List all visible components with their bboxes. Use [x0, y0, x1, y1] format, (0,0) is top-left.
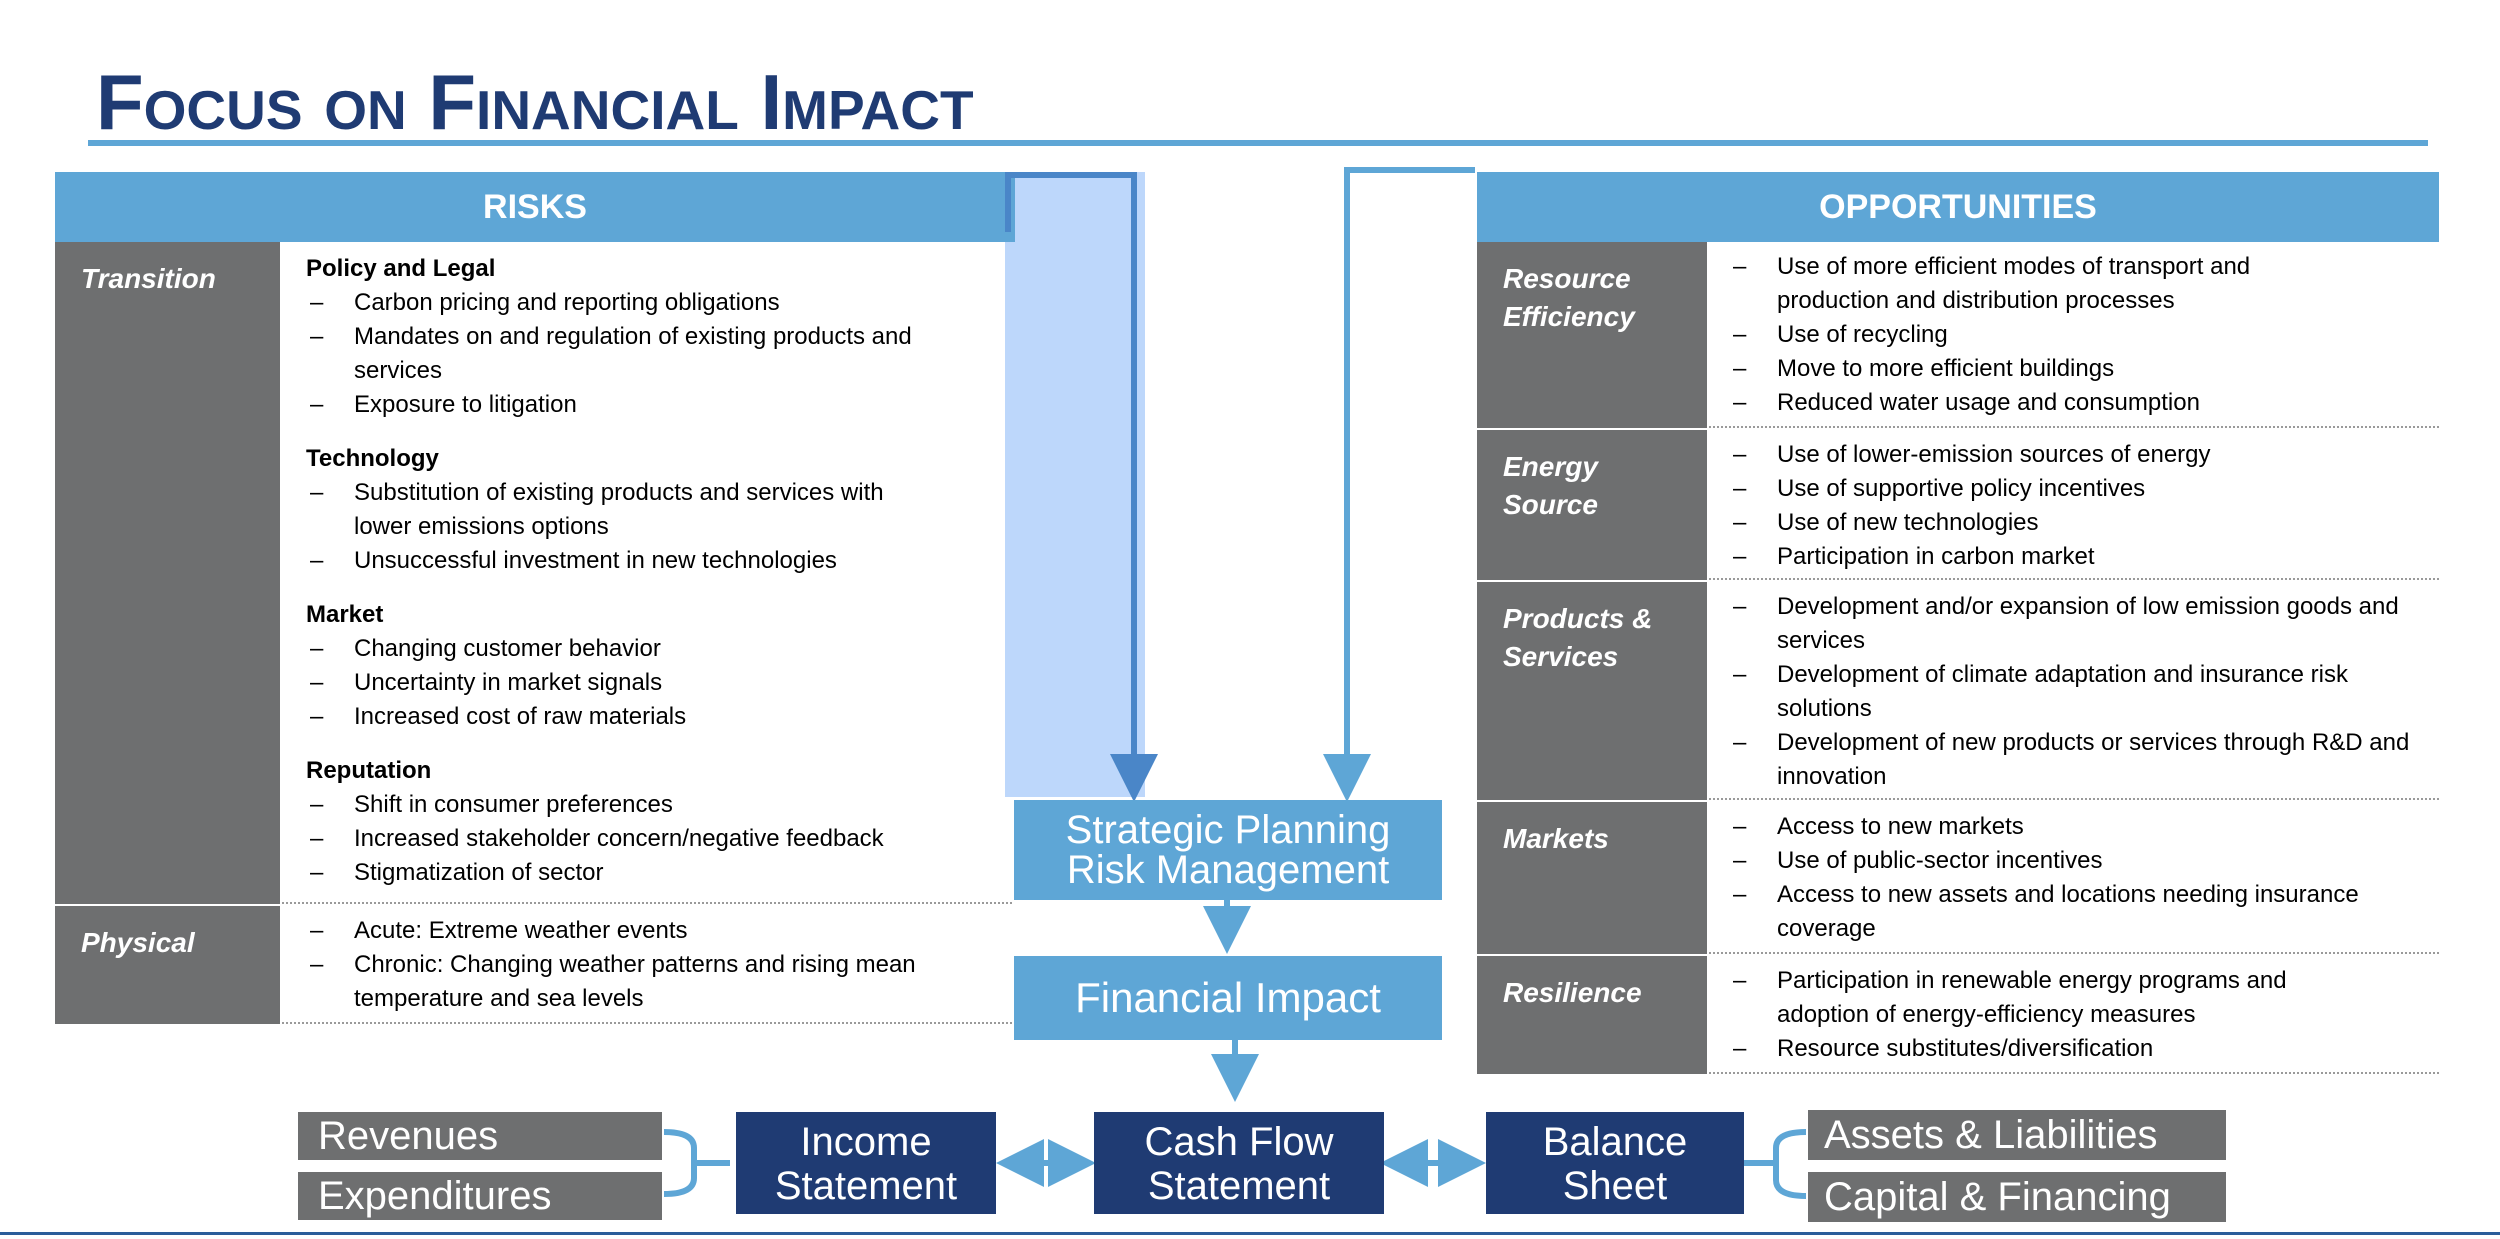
list-item: Development of new products or services … — [1729, 726, 2439, 794]
strategic-planning-box: Strategic Planning Risk Management — [1014, 800, 1442, 900]
balance-sheet-box: Balance Sheet — [1486, 1112, 1744, 1214]
cash-flow-statement-box: Cash Flow Statement — [1094, 1112, 1384, 1214]
list-item: Chronic: Changing weather patterns and r… — [306, 948, 1012, 1016]
risk-group-title: Policy and Legal — [306, 255, 496, 282]
bottom-rule — [0, 1232, 2500, 1235]
revenues-box: Revenues — [298, 1112, 662, 1160]
expenditures-label: Expenditures — [318, 1174, 552, 1218]
title-underline — [88, 140, 2428, 146]
page-title: Focus on Financial Impact — [96, 58, 974, 146]
income-label-line1: Income — [800, 1120, 932, 1164]
list-item: Unsuccessful investment in new technolog… — [306, 544, 1012, 578]
opportunity-category-products-services: Products & Services — [1477, 582, 1707, 800]
income-statement-box: Income Statement — [736, 1112, 996, 1214]
opportunity-content-markets: Access to new markets Use of public-sect… — [1709, 802, 2439, 954]
list-item: Use of lower-emission sources of energy — [1729, 438, 2439, 472]
income-label-line2: Statement — [774, 1164, 958, 1208]
opportunity-category-resilience: Resilience — [1477, 956, 1707, 1074]
physical-risks-content: Acute: Extreme weather events Chronic: C… — [282, 906, 1012, 1024]
risk-category-physical: Physical — [55, 906, 280, 1024]
list-item: Acute: Extreme weather events — [306, 914, 1012, 948]
list-item: Move to more efficient buildings — [1729, 352, 2439, 386]
cashflow-label-line1: Cash Flow — [1144, 1120, 1334, 1164]
list-item: Development of climate adaptation and in… — [1729, 658, 2439, 726]
risk-group-policy: Policy and Legal Carbon pricing and repo… — [306, 252, 1012, 422]
opportunity-category-markets: Markets — [1477, 802, 1707, 954]
list-item: Participation in renewable energy progra… — [1729, 964, 2439, 1032]
risks-flow-band — [1005, 172, 1145, 797]
risk-group-technology: Technology Substitution of existing prod… — [306, 442, 1012, 578]
opportunity-content-resource-efficiency: Use of more efficient modes of transport… — [1709, 242, 2439, 428]
opportunities-to-strategy-arrow — [1323, 167, 1475, 802]
financial-impact-label: Financial Impact — [1075, 974, 1381, 1021]
assets-liabilities-box: Assets & Liabilities — [1808, 1110, 2226, 1160]
list-item: Use of supportive policy incentives — [1729, 472, 2439, 506]
risk-management-label: Risk Management — [1066, 848, 1390, 892]
list-item: Changing customer behavior — [306, 632, 1012, 666]
list-item: Shift in consumer preferences — [306, 788, 1012, 822]
risk-group-market: Market Changing customer behavior Uncert… — [306, 598, 1012, 734]
risk-group-title: Reputation — [306, 757, 432, 784]
opportunity-content-energy-source: Use of lower-emission sources of energy … — [1709, 430, 2439, 580]
expenditures-box: Expenditures — [298, 1172, 662, 1220]
list-item: Reduced water usage and consumption — [1729, 386, 2439, 420]
risk-group-title: Technology — [306, 445, 439, 472]
list-item: Exposure to litigation — [306, 388, 1012, 422]
transition-risks-content: Policy and Legal Carbon pricing and repo… — [282, 242, 1012, 904]
list-item: Stigmatization of sector — [306, 856, 1012, 890]
list-item: Increased stakeholder concern/negative f… — [306, 822, 1012, 856]
list-item: Participation in carbon market — [1729, 540, 2439, 574]
financial-impact-box: Financial Impact — [1014, 956, 1442, 1040]
opportunity-content-products-services: Development and/or expansion of low emis… — [1709, 582, 2439, 800]
list-item: Mandates on and regulation of existing p… — [306, 320, 1012, 388]
cashflow-label-line2: Statement — [1147, 1164, 1331, 1208]
list-item: Use of recycling — [1729, 318, 2439, 352]
left-brace — [663, 1129, 730, 1197]
list-item: Carbon pricing and reporting obligations — [306, 286, 1012, 320]
risk-group-reputation: Reputation Shift in consumer preferences… — [306, 754, 1012, 890]
risk-category-transition: Transition — [55, 242, 280, 904]
list-item: Use of new technologies — [1729, 506, 2439, 540]
list-item: Use of more efficient modes of transport… — [1729, 250, 2439, 318]
list-item: Access to new markets — [1729, 810, 2439, 844]
list-item: Use of public-sector incentives — [1729, 844, 2439, 878]
right-brace — [1744, 1129, 1807, 1199]
opportunity-category-energy-source: Energy Source — [1477, 430, 1707, 580]
list-item: Increased cost of raw materials — [306, 700, 1012, 734]
list-item: Access to new assets and locations needi… — [1729, 878, 2439, 946]
list-item: Substitution of existing products and se… — [306, 476, 1012, 544]
balance-label-line1: Balance — [1542, 1120, 1688, 1164]
opportunity-category-resource-efficiency: Resource Efficiency — [1477, 242, 1707, 428]
risks-header: RISKS — [55, 172, 1015, 242]
risks-to-strategy-arrow — [1005, 172, 1158, 802]
opportunity-content-resilience: Participation in renewable energy progra… — [1709, 956, 2439, 1074]
risk-group-title: Market — [306, 601, 384, 628]
strategic-planning-label: Strategic Planning — [1065, 808, 1391, 852]
list-item: Uncertainty in market signals — [306, 666, 1012, 700]
list-item: Resource substitutes/diversification — [1729, 1032, 2439, 1066]
assets-liabilities-label: Assets & Liabilities — [1824, 1113, 2158, 1157]
opportunities-header: OPPORTUNITIES — [1477, 172, 2439, 242]
revenues-label: Revenues — [318, 1114, 499, 1158]
capital-financing-label: Capital & Financing — [1824, 1175, 2171, 1219]
capital-financing-box: Capital & Financing — [1808, 1172, 2226, 1222]
list-item: Development and/or expansion of low emis… — [1729, 590, 2439, 658]
balance-label-line2: Sheet — [1562, 1164, 1668, 1208]
